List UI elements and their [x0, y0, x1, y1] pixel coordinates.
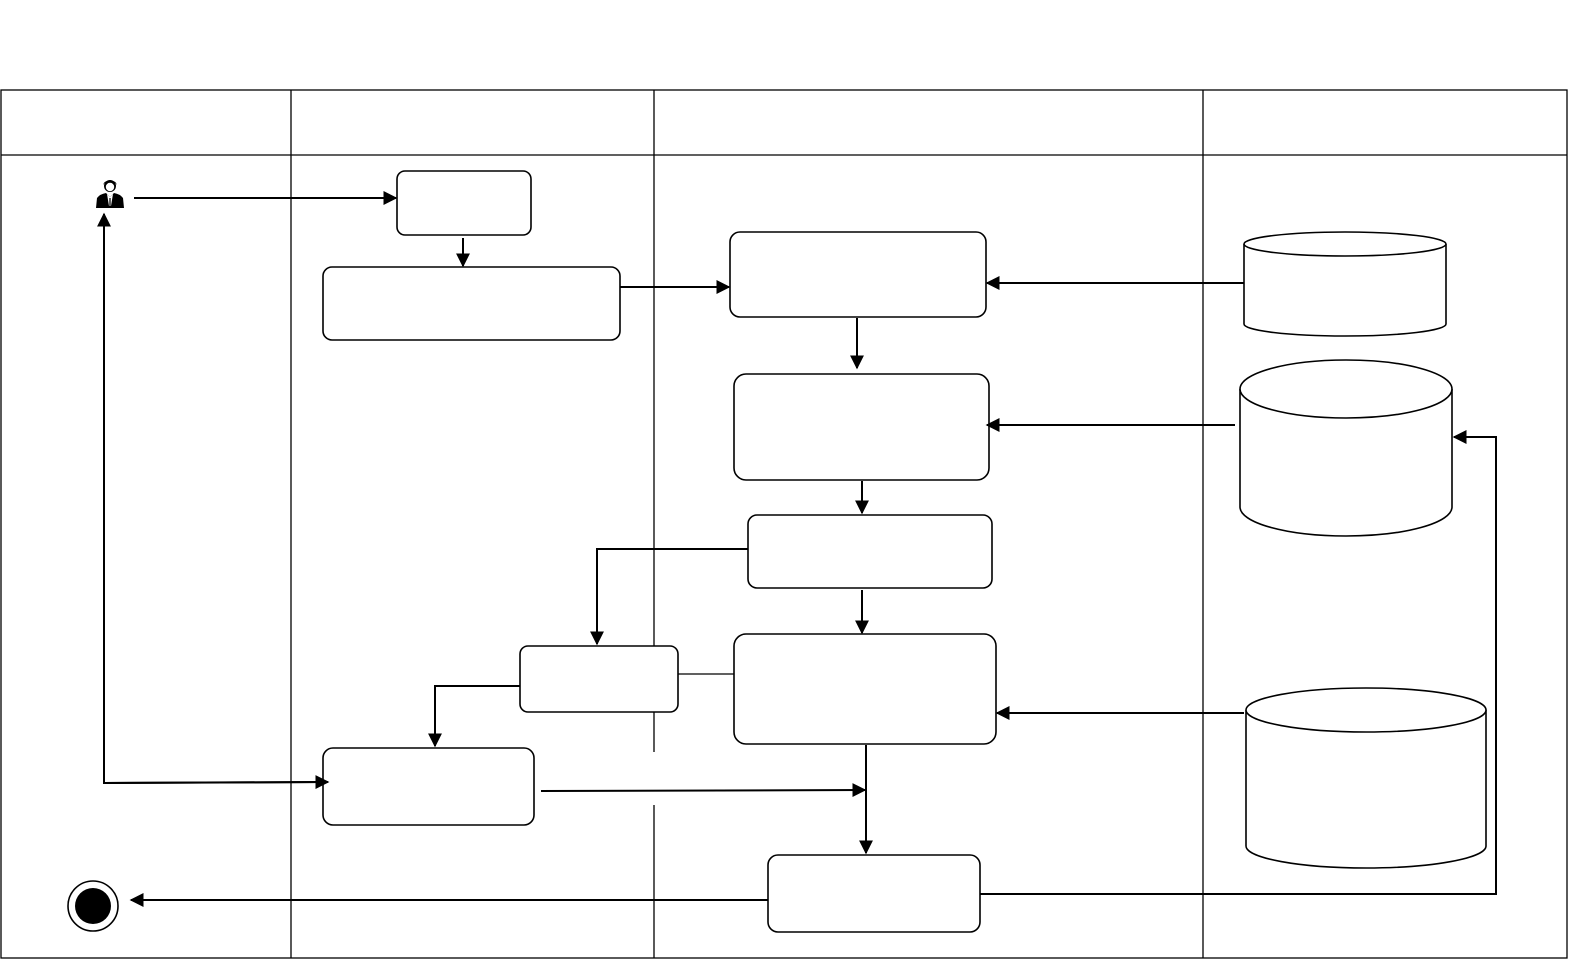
activity-a4 [733, 373, 990, 481]
connectors [97, 191, 1497, 907]
activity-a9 [767, 854, 981, 933]
swimlane-frame [0, 89, 1568, 959]
activity-a8 [322, 747, 535, 826]
datastore-db1 [1243, 231, 1447, 337]
datastore-db2 [1239, 359, 1453, 537]
arrow-a8-to-actor [97, 212, 324, 785]
final-node-icon [67, 880, 119, 932]
activity-a5 [747, 514, 993, 589]
datastore-db3 [1245, 687, 1487, 869]
arrow-a5-to-a6 [590, 548, 748, 646]
activity-a1 [396, 170, 532, 236]
arrow-a9-to-db2 [980, 430, 1497, 895]
activity-a6 [519, 645, 679, 713]
user-icon [96, 180, 124, 208]
activity-a3 [729, 231, 987, 318]
activity-a7 [733, 633, 997, 745]
arrow-a6-to-a8 [428, 685, 520, 748]
activity-a2 [322, 266, 621, 341]
arrow-a8-to-merge [540, 783, 867, 798]
arrow-to-a8 [103, 775, 330, 790]
